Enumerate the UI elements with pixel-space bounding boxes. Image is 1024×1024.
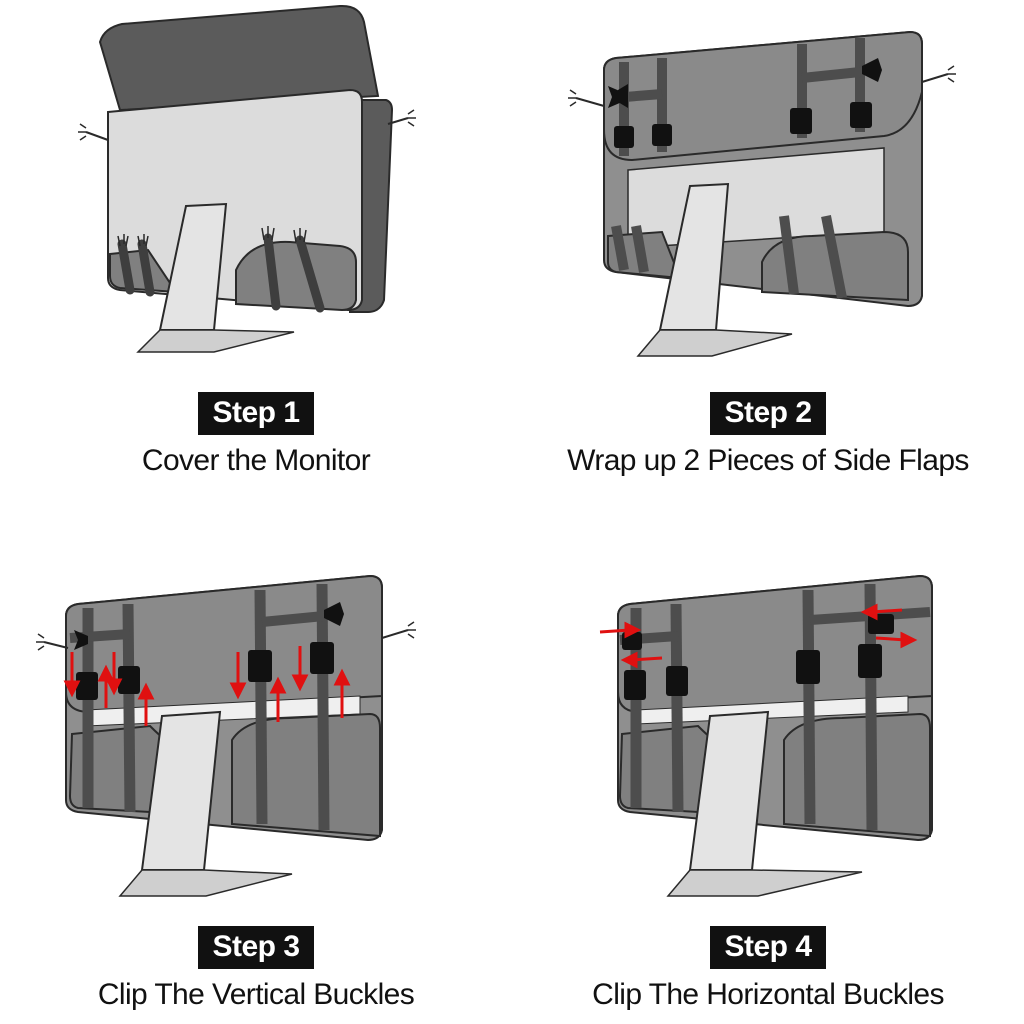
monitor-stand-base bbox=[666, 869, 863, 897]
strap-ends bbox=[117, 226, 307, 247]
right-string-end bbox=[947, 65, 956, 83]
buckle-icon bbox=[652, 124, 672, 146]
left-string-end bbox=[568, 89, 577, 107]
red-arrows bbox=[599, 603, 918, 669]
wrapped-top-flap bbox=[617, 574, 933, 714]
cover-bottom-right bbox=[783, 712, 931, 838]
bottom-straps bbox=[611, 215, 847, 299]
buckle-icon bbox=[324, 602, 344, 626]
buckle-icon bbox=[248, 650, 272, 682]
step-2-illustration bbox=[568, 30, 956, 357]
buckle-icon bbox=[790, 108, 812, 134]
step-1-illustration bbox=[78, 4, 416, 353]
step-3-badge: Step 3 bbox=[198, 926, 314, 969]
wrapped-top-flap bbox=[603, 30, 923, 162]
buckle-icon bbox=[858, 644, 882, 678]
left-string bbox=[85, 131, 109, 141]
buckle-icon bbox=[76, 672, 98, 700]
cover-bottom-right bbox=[235, 240, 357, 312]
red-arrows bbox=[63, 646, 351, 726]
buckle-icon bbox=[74, 630, 88, 650]
step-4-badge: Step 4 bbox=[710, 926, 826, 969]
right-string bbox=[921, 73, 949, 83]
step-3-panel: Step 3 Clip The Vertical Buckles bbox=[0, 512, 512, 1024]
left-string-end bbox=[78, 123, 87, 141]
buckle-icon bbox=[624, 670, 646, 700]
buckle-icon bbox=[614, 126, 634, 148]
bottom-straps bbox=[117, 233, 325, 313]
step-4-illustration bbox=[599, 574, 933, 897]
buckles bbox=[74, 602, 344, 700]
monitor-stand-base bbox=[118, 869, 293, 897]
step-2-badge: Step 2 bbox=[710, 392, 826, 435]
right-string-end bbox=[407, 621, 416, 639]
buckle-icon bbox=[850, 102, 872, 128]
step-1-panel: Step 1 Cover the Monitor bbox=[0, 0, 512, 512]
buckle-icon bbox=[666, 666, 688, 696]
buckle-icon bbox=[868, 614, 894, 634]
step-4-caption: Clip The Horizontal Buckles bbox=[592, 978, 944, 1011]
buckles bbox=[622, 614, 894, 700]
step-3-illustration bbox=[36, 574, 416, 897]
step-4-panel: Step 4 Clip The Horizontal Buckles bbox=[512, 512, 1024, 1024]
left-string-end bbox=[36, 633, 45, 651]
buckles bbox=[608, 58, 882, 148]
buckle-icon bbox=[796, 650, 820, 684]
right-string bbox=[381, 629, 409, 639]
left-string bbox=[575, 97, 605, 107]
right-string-end bbox=[407, 109, 416, 127]
monitor-stand-base bbox=[136, 329, 295, 353]
step-1-caption: Cover the Monitor bbox=[141, 444, 371, 477]
cover-top-flap bbox=[98, 4, 380, 112]
right-string bbox=[387, 117, 409, 125]
left-string bbox=[43, 641, 69, 649]
step-1-badge: Step 1 bbox=[198, 392, 314, 435]
cover-bottom-right bbox=[231, 712, 381, 838]
step-2-caption: Wrap up 2 Pieces of Side Flaps bbox=[567, 444, 969, 477]
buckle-icon bbox=[310, 642, 334, 674]
step-2-panel: Step 2 Wrap up 2 Pieces of Side Flaps bbox=[512, 0, 1024, 512]
buckle-icon bbox=[118, 666, 140, 694]
monitor-stand-base bbox=[636, 329, 793, 357]
step-3-caption: Clip The Vertical Buckles bbox=[97, 978, 415, 1011]
buckle-icon bbox=[862, 58, 882, 82]
